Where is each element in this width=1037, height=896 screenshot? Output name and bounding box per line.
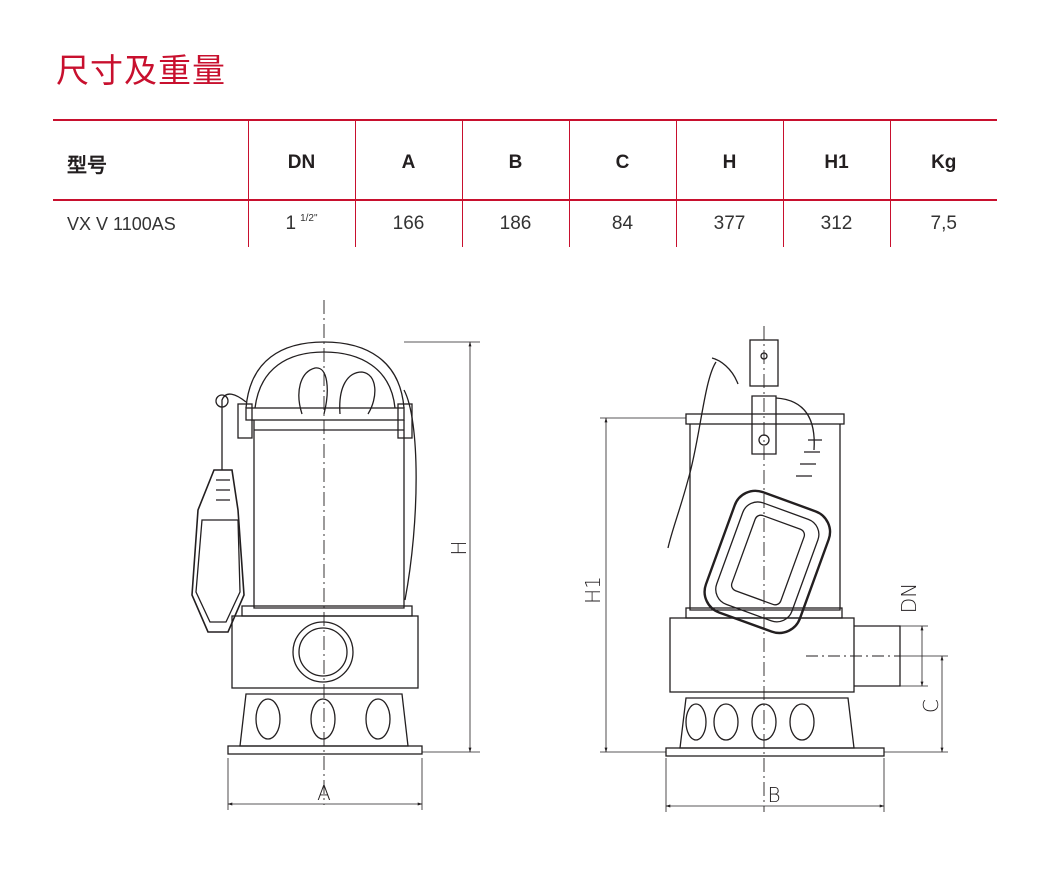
cell-kg: 7,5: [889, 200, 997, 247]
header-a: A: [354, 120, 462, 201]
cell-c: 84: [568, 200, 676, 247]
dim-label-h1: H1: [581, 576, 605, 604]
header-h: H: [675, 120, 783, 201]
header-kg: Kg: [889, 120, 997, 201]
header-c: C: [568, 120, 676, 201]
page-title: 尺寸及重量: [56, 51, 226, 90]
header-h1: H1: [782, 120, 890, 201]
cell-h1: 312: [782, 200, 890, 247]
front-dimensions: [227, 341, 480, 810]
dim-label-h: H: [447, 540, 471, 555]
dim-label-a: A: [317, 781, 331, 805]
dim-label-b: B: [767, 783, 780, 807]
cell-model: VX V 1100AS: [67, 213, 176, 234]
cell-h: 377: [675, 200, 783, 247]
cell-a: 166: [354, 200, 462, 247]
pump-front-view: [191, 300, 423, 805]
table-header-row: 型号 DN A B C H H1 Kg: [53, 120, 997, 201]
side-dimensions: [600, 417, 948, 812]
pump-side-view: [665, 326, 901, 812]
header-dn: DN: [247, 120, 355, 201]
cell-dn-main: 1: [285, 213, 297, 234]
dim-label-c: C: [919, 699, 943, 713]
header-b: B: [461, 120, 569, 201]
cell-b: 186: [461, 200, 569, 247]
dim-label-dn: DN: [897, 583, 921, 613]
header-model: 型号: [53, 120, 248, 201]
cell-dn-sup: 1/2": [300, 213, 318, 224]
